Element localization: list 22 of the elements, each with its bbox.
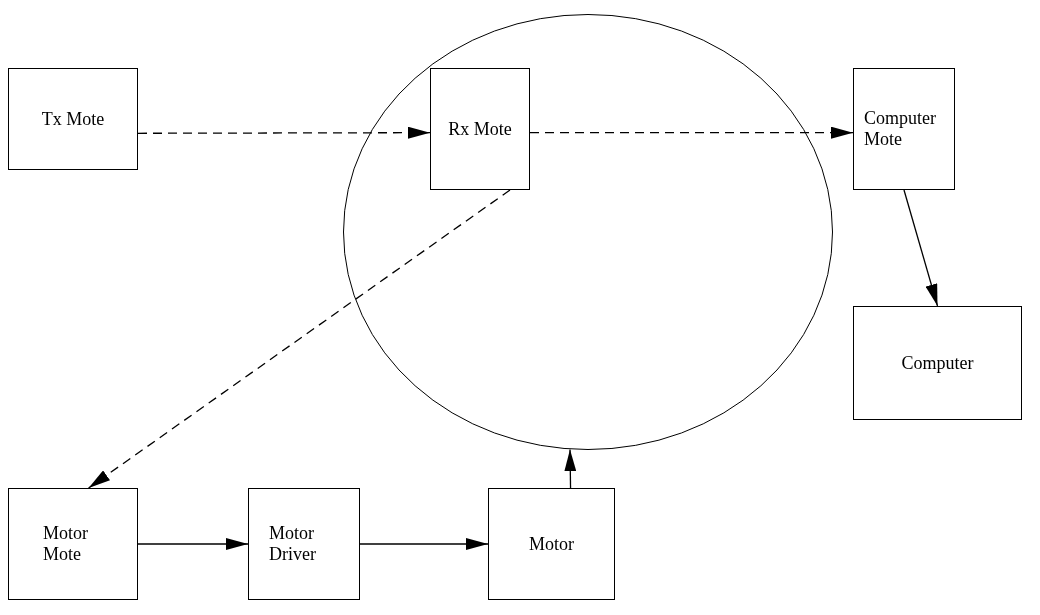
- node-label: Tx Mote: [41, 108, 105, 130]
- process-box: [853, 68, 955, 190]
- arrow: [564, 448, 577, 489]
- node-label: Motor: [529, 533, 574, 555]
- node-label: Motor Driver: [269, 523, 317, 565]
- dashed-arrow: [137, 126, 431, 139]
- process-box: [488, 488, 615, 600]
- dashed-arrow: [87, 189, 511, 489]
- node-label: Computer Mote: [864, 108, 937, 150]
- dashed-arrow: [529, 126, 854, 139]
- node-label: Computer: [901, 352, 974, 374]
- process-box: [8, 488, 138, 600]
- arrow: [903, 189, 939, 307]
- process-box: [430, 68, 530, 190]
- node-label: Motor Mote: [43, 523, 89, 565]
- range-circle: [343, 14, 833, 450]
- arrow: [137, 538, 249, 550]
- node-label: Rx Mote: [448, 118, 512, 140]
- process-box: [248, 488, 360, 600]
- arrow: [359, 538, 489, 550]
- process-box: [853, 306, 1022, 420]
- process-box: [8, 68, 138, 170]
